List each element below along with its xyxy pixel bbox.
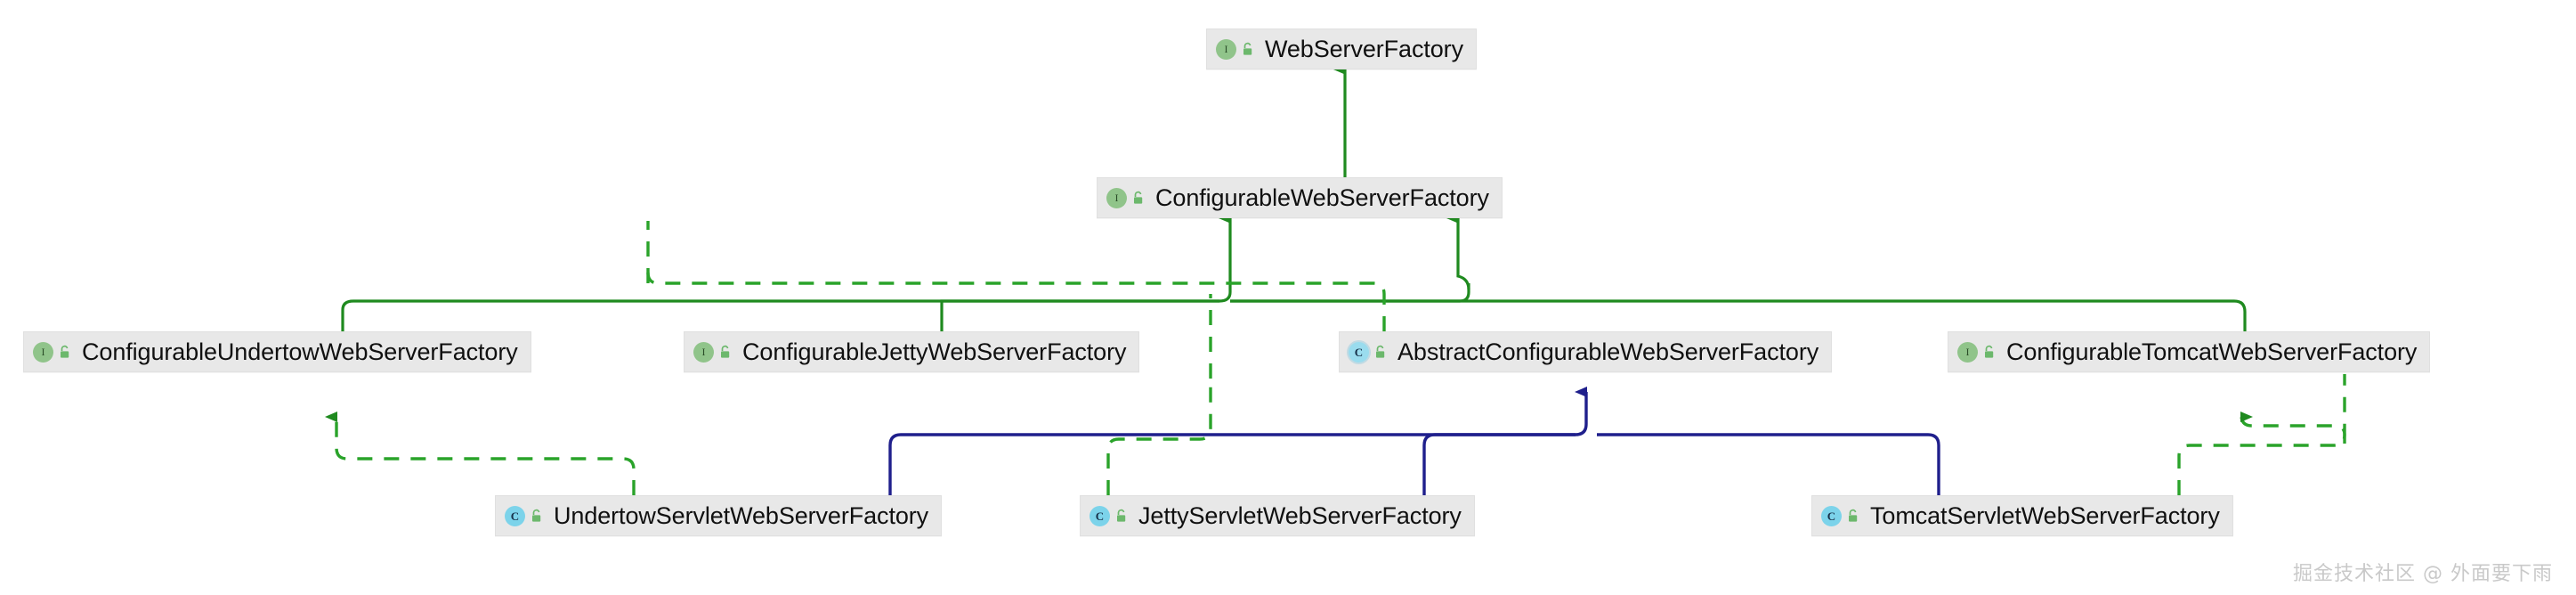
node-label: JettyServletWebServerFactory [1138, 501, 1462, 529]
unlocked-padlock-icon [1243, 42, 1252, 55]
edge-jetty-iface-to-configurable-web-server-factory [940, 299, 1219, 331]
unlocked-padlock-icon [1117, 509, 1126, 522]
unlocked-padlock-icon [532, 509, 541, 522]
node-label: UndertowServletWebServerFactory [554, 501, 929, 529]
interface-icon: I [33, 341, 53, 363]
unlocked-padlock-icon [1134, 191, 1143, 204]
edge-undertow-class-to-abstract-class [888, 387, 1588, 495]
interface-icon: I [693, 341, 714, 363]
node-label: WebServerFactory [1265, 35, 1463, 62]
node-label: TomcatServletWebServerFactory [1870, 501, 2220, 529]
node-icons: C [1349, 341, 1387, 363]
node-icons: I [693, 341, 732, 363]
class-icon: C [505, 505, 525, 526]
edge-connector-right-green [1230, 283, 1470, 303]
node-icons: I [1106, 187, 1145, 208]
watermark: 掘金技术社区 @ 外面要下雨 [2293, 563, 2553, 585]
node-icons: I [33, 341, 71, 363]
node-icons: I [1957, 341, 1996, 363]
node-label: ConfigurableJettyWebServerFactory [742, 338, 1127, 365]
node-icons: I [1216, 38, 1254, 60]
node-abstract-configurable-web-server-factory[interactable]: C AbstractConfigurableWebServerFactory [1339, 331, 1833, 372]
edge-undertow-class-to-undertow-iface [325, 412, 636, 495]
unlocked-padlock-icon [61, 345, 69, 358]
interface-icon: I [1106, 187, 1127, 208]
edge-abstract-to-configurable-web-server-factory [646, 272, 1386, 331]
unlocked-padlock-icon [1849, 509, 1858, 522]
unlocked-padlock-icon [1985, 345, 1994, 358]
class-icon: C [1821, 505, 1842, 526]
node-icons: C [1090, 505, 1128, 526]
edge-jetty-class-to-jetty-iface [1106, 379, 1212, 495]
node-icons: C [1821, 505, 1859, 526]
edge-tomcat-iface-arrowhead [2240, 412, 2346, 444]
edge-tomcat-iface-to-configurable-web-server-factory [1230, 299, 2247, 331]
interface-icon: I [1216, 38, 1236, 60]
class-icon: C [1349, 341, 1369, 363]
node-label: ConfigurableUndertowWebServerFactory [82, 338, 518, 365]
node-jetty-servlet-web-server-factory[interactable]: C JettyServletWebServerFactory [1080, 495, 1475, 536]
node-icons: C [505, 505, 543, 526]
edge-tomcat-class-to-tomcat-iface [2177, 374, 2346, 495]
class-icon: C [1090, 505, 1110, 526]
edge-undertow-iface-to-configurable-web-server-factory [341, 213, 1232, 331]
edge-jetty-class-to-abstract-class [1422, 433, 1576, 495]
edge-tomcat-class-to-abstract-class [1597, 433, 1940, 495]
node-configurable-web-server-factory[interactable]: I ConfigurableWebServerFactory [1097, 177, 1503, 218]
unlocked-padlock-icon [1376, 345, 1385, 358]
node-label: AbstractConfigurableWebServerFactory [1397, 338, 1819, 365]
node-tomcat-servlet-web-server-factory[interactable]: C TomcatServletWebServerFactory [1811, 495, 2233, 536]
node-configurable-tomcat-web-server-factory[interactable]: I ConfigurableTomcatWebServerFactory [1948, 331, 2431, 372]
node-configurable-jetty-web-server-factory[interactable]: I ConfigurableJettyWebServerFactory [684, 331, 1140, 372]
node-undertow-servlet-web-server-factory[interactable]: C UndertowServletWebServerFactory [495, 495, 943, 536]
interface-icon: I [1957, 341, 1978, 363]
node-label: ConfigurableTomcatWebServerFactory [2006, 338, 2418, 365]
unlocked-padlock-icon [721, 345, 730, 358]
node-label: ConfigurableWebServerFactory [1155, 183, 1489, 211]
node-configurable-undertow-web-server-factory[interactable]: I ConfigurableUndertowWebServerFactory [23, 331, 531, 372]
node-web-server-factory[interactable]: I WebServerFactory [1206, 29, 1477, 69]
edge-riser-right-green [1446, 213, 1470, 290]
